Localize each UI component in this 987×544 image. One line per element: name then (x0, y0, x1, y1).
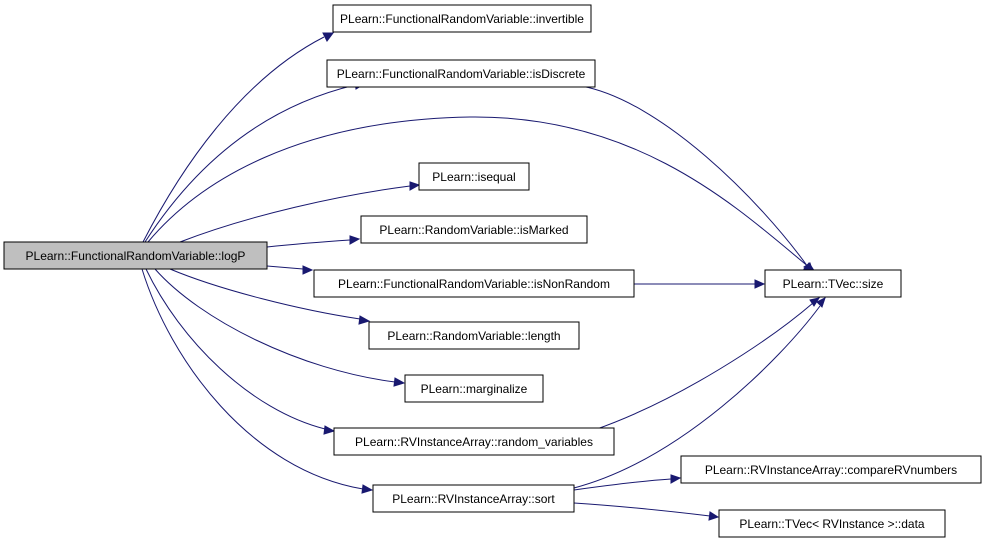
arrowhead-isMarked (349, 235, 361, 245)
edge-logP-isequal (179, 185, 411, 243)
node-isDiscrete[interactable]: PLearn::FunctionalRandomVariable::isDisc… (326, 59, 596, 88)
edge-logP-sort (141, 268, 364, 490)
arrowhead-isNonRandom-size (754, 279, 766, 289)
edge-isDiscrete-size (580, 85, 809, 268)
node-label: PLearn::FunctionalRandomVariable::isNonR… (338, 277, 610, 291)
arrowhead-invertible (322, 32, 334, 42)
arrowhead-marginalize (393, 377, 406, 387)
node-tvec-size[interactable]: PLearn::TVec::size (764, 269, 902, 298)
node-label: PLearn::FunctionalRandomVariable::invert… (340, 12, 584, 26)
arrowhead-isequal (409, 181, 421, 191)
node-label: PLearn::RVInstanceArray::random_variable… (355, 435, 593, 449)
node-marginalize[interactable]: PLearn::marginalize (404, 374, 544, 403)
arrowhead-length (358, 315, 371, 325)
node-label: PLearn::TVec::size (783, 277, 884, 291)
node-label: PLearn::RVInstanceArray::sort (392, 492, 555, 506)
node-invertible[interactable]: PLearn::FunctionalRandomVariable::invert… (332, 4, 592, 33)
edge-random-variables-size (593, 302, 814, 431)
node-sort[interactable]: PLearn::RVInstanceArray::sort (372, 484, 575, 513)
edge-logP-isDiscrete (144, 84, 356, 243)
arrowhead-random-variables (323, 425, 336, 435)
edge-logP-isMarked (266, 239, 351, 248)
node-label: PLearn::FunctionalRandomVariable::logP (26, 249, 246, 263)
arrowhead-sort-compare (670, 474, 682, 484)
edges (141, 32, 826, 521)
node-isNonRandom[interactable]: PLearn::FunctionalRandomVariable::isNonR… (313, 269, 635, 298)
edge-logP-random-variables (145, 268, 326, 430)
node-length[interactable]: PLearn::RandomVariable::length (368, 321, 580, 350)
node-compareRVnumbers[interactable]: PLearn::RVInstanceArray::compareRVnumber… (680, 455, 982, 484)
edge-sort-data (573, 502, 711, 517)
node-random-variables[interactable]: PLearn::RVInstanceArray::random_variable… (333, 427, 615, 456)
node-label: PLearn::marginalize (421, 382, 528, 396)
edge-logP-isNonRandom (266, 265, 304, 270)
arrowhead-isNonRandom (302, 265, 314, 275)
node-label: PLearn::TVec< RVInstance >::data (739, 517, 925, 531)
node-tvec-data[interactable]: PLearn::TVec< RVInstance >::data (718, 509, 946, 538)
node-label: PLearn::RandomVariable::isMarked (379, 223, 568, 237)
node-label: PLearn::isequal (432, 170, 515, 184)
arrowhead-sort-data (708, 511, 720, 521)
edge-logP-invertible (142, 36, 325, 243)
arrowhead-sort (361, 484, 374, 494)
node-isMarked[interactable]: PLearn::RandomVariable::isMarked (360, 215, 588, 244)
node-label: PLearn::FunctionalRandomVariable::isDisc… (337, 67, 586, 81)
edge-logP-length (169, 268, 361, 320)
nodes: PLearn::FunctionalRandomVariable::logP P… (3, 4, 982, 538)
edge-logP-size-top (147, 116, 811, 269)
node-label: PLearn::RVInstanceArray::compareRVnumber… (705, 463, 957, 477)
edge-sort-size (573, 305, 821, 489)
edge-logP-marginalize (154, 268, 396, 383)
arrowhead-sort-size (816, 297, 826, 308)
node-isequal[interactable]: PLearn::isequal (418, 162, 530, 191)
node-label: PLearn::RandomVariable::length (387, 329, 560, 343)
edge-sort-compare (573, 478, 672, 491)
node-logP[interactable]: PLearn::FunctionalRandomVariable::logP (3, 241, 268, 270)
